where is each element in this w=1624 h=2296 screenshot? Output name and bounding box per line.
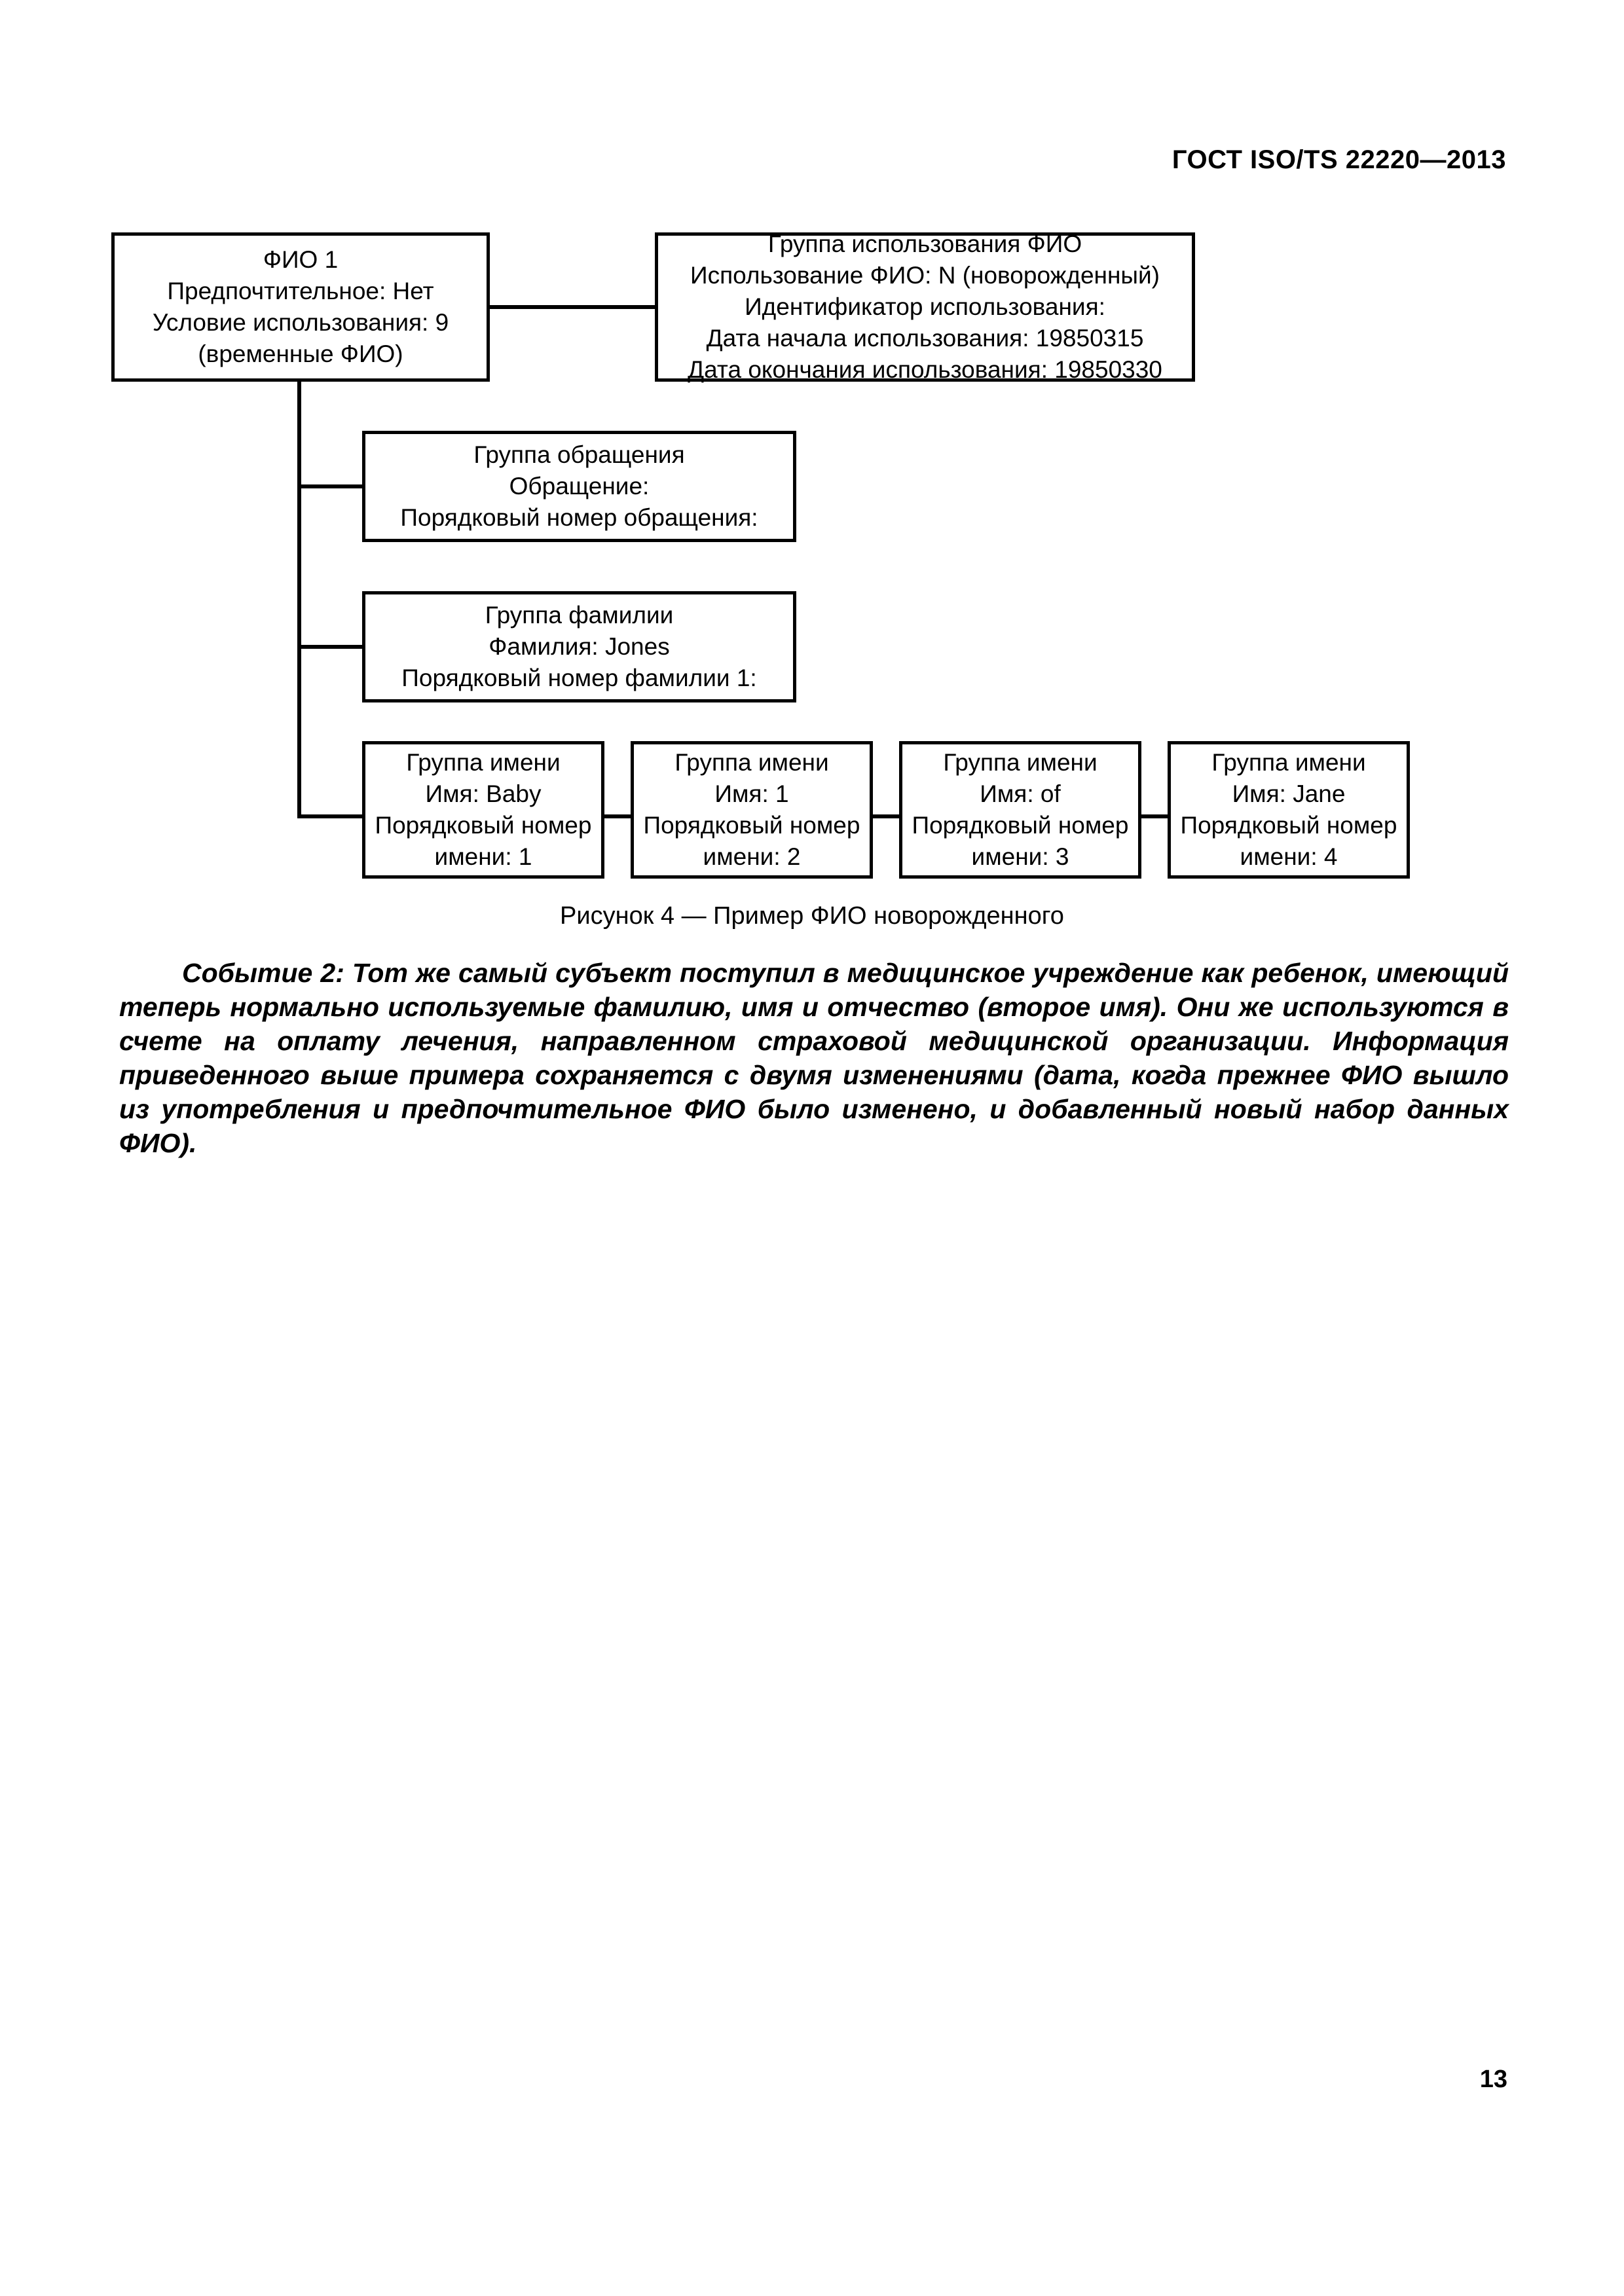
node-given-group-2: Группа имени Имя: 1 Порядковый номер име… <box>631 741 873 879</box>
node-given-group-4-line-1: Группа имени <box>1211 748 1366 776</box>
node-contact-group-line-2: Обращение: <box>509 472 650 500</box>
node-contact-group: Группа обращения Обращение: Порядковый н… <box>362 431 796 542</box>
node-usage-group-line-3: Идентификатор использования: <box>745 293 1105 320</box>
node-given-group-1-line-3: Порядковый номер <box>375 812 592 839</box>
node-given-group-4: Группа имени Имя: Jane Порядковый номер … <box>1168 741 1410 879</box>
node-surname-group-line-1: Группа фамилии <box>485 601 674 629</box>
node-given-group-4-line-3: Порядковый номер <box>1180 812 1397 839</box>
node-name1-line-3: Условие использования: 9 <box>152 309 449 336</box>
connector-trunk-vertical <box>297 380 301 818</box>
connector-given-group-1-to-2 <box>601 814 634 818</box>
node-given-group-3-line-4: имени: 3 <box>971 843 1069 871</box>
node-usage-group-line-1: Группа использования ФИО <box>767 230 1082 257</box>
node-given-group-1-line-1: Группа имени <box>406 748 561 776</box>
node-given-group-1-line-2: Имя: Baby <box>425 780 542 807</box>
node-usage-group-line-4: Дата начала использования: 19850315 <box>706 325 1144 352</box>
node-given-group-1-line-4: имени: 1 <box>434 843 532 871</box>
node-given-group-2-line-3: Порядковый номер <box>643 812 860 839</box>
node-name1: ФИО 1 Предпочтительное: Нет Условие испо… <box>111 232 490 382</box>
node-given-group-3-line-2: Имя: of <box>980 780 1061 807</box>
node-given-group-4-line-2: Имя: Jane <box>1232 780 1346 807</box>
node-given-group-2-line-2: Имя: 1 <box>714 780 789 807</box>
node-usage-group-line-2: Использование ФИО: N (новорожденный) <box>690 261 1160 289</box>
figure-caption: Рисунок 4 — Пример ФИО новорожденного <box>560 902 1064 930</box>
node-surname-group-line-2: Фамилия: Jones <box>489 632 670 660</box>
connector-name1-to-usage-group <box>486 305 657 309</box>
connector-trunk-to-surname-group <box>297 645 365 649</box>
node-name1-line-2: Предпочтительное: Нет <box>167 277 434 304</box>
node-given-group-2-line-1: Группа имени <box>674 748 829 776</box>
node-given-group-2-line-4: имени: 2 <box>703 843 801 871</box>
figure-4-diagram: ФИО 1 Предпочтительное: Нет Условие испо… <box>0 0 1624 879</box>
body-paragraph-event-2: Событие 2: Тот же самый субъект поступил… <box>119 958 1509 1159</box>
node-given-group-4-line-4: имени: 4 <box>1240 843 1338 871</box>
node-given-group-3-line-1: Группа имени <box>943 748 1098 776</box>
node-given-group-3: Группа имени Имя: of Порядковый номер им… <box>899 741 1141 879</box>
node-name1-line-4: (временные ФИО) <box>198 340 403 368</box>
node-given-group-1: Группа имени Имя: Baby Порядковый номер … <box>362 741 604 879</box>
node-usage-group: Группа использования ФИО Использование Ф… <box>655 230 1195 383</box>
node-contact-group-line-3: Порядковый номер обращения: <box>400 504 758 532</box>
node-name1-line-1: ФИО 1 <box>263 246 339 273</box>
page-number: 13 <box>1479 2066 1507 2093</box>
connector-trunk-to-given-group-1 <box>297 814 365 818</box>
connector-trunk-to-contact-group <box>297 484 365 488</box>
connector-given-group-3-to-4 <box>1138 814 1171 818</box>
connector-given-group-2-to-3 <box>870 814 902 818</box>
node-contact-group-line-1: Группа обращения <box>473 441 685 468</box>
document-header-standard-number: ГОСТ ISO/TS 22220—2013 <box>1172 145 1506 174</box>
node-surname-group-line-3: Порядковый номер фамилии 1: <box>401 665 757 692</box>
node-surname-group: Группа фамилии Фамилия: Jones Порядковый… <box>362 591 796 702</box>
node-usage-group-line-5: Дата окончания использования: 19850330 <box>688 356 1162 384</box>
node-given-group-3-line-3: Порядковый номер <box>912 812 1129 839</box>
